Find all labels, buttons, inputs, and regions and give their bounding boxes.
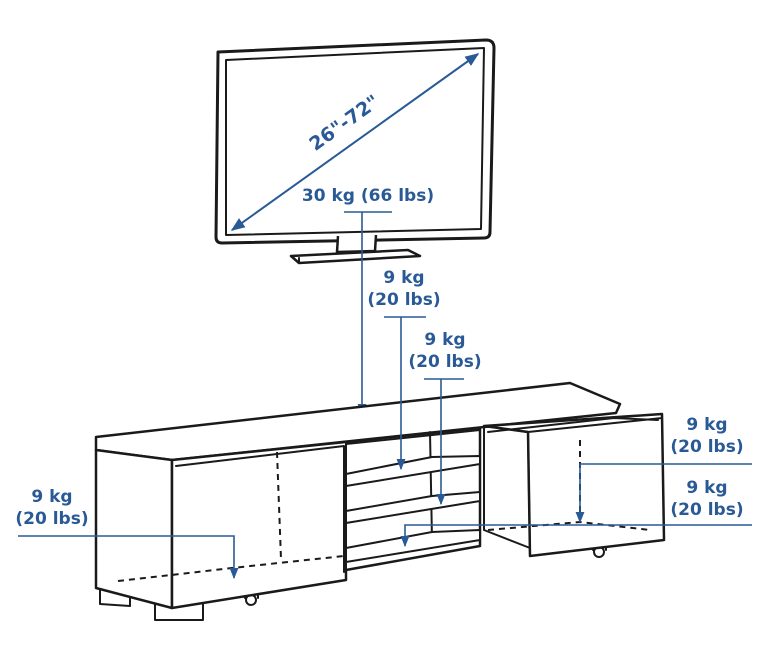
shelf-mid-load-kg: 9 kg — [424, 330, 465, 350]
left-cabinet-load-lbs: (20 lbs) — [15, 509, 88, 529]
drawer-lower-load-kg: 9 kg — [686, 478, 727, 498]
shelf-mid-load-lbs: (20 lbs) — [408, 352, 481, 372]
tv-bench — [94, 381, 666, 621]
drawer-upper-load-kg: 9 kg — [686, 415, 727, 435]
left-cabinet-load-arrow — [18, 535, 239, 580]
drawer-lower-load-arrow — [400, 524, 752, 548]
drawer-lower-load-lbs: (20 lbs) — [670, 500, 743, 520]
drawer-upper-load-lbs: (20 lbs) — [670, 437, 743, 457]
screen-diagonal-arrow — [230, 53, 480, 231]
drawer-upper-load-arrow — [575, 463, 752, 524]
shelf-top-load-lbs: (20 lbs) — [367, 290, 440, 310]
left-cabinet-load-kg: 9 kg — [31, 487, 72, 507]
tv-max-load-label: 30 kg (66 lbs) — [302, 186, 434, 206]
shelf-top-load-kg: 9 kg — [383, 268, 424, 288]
